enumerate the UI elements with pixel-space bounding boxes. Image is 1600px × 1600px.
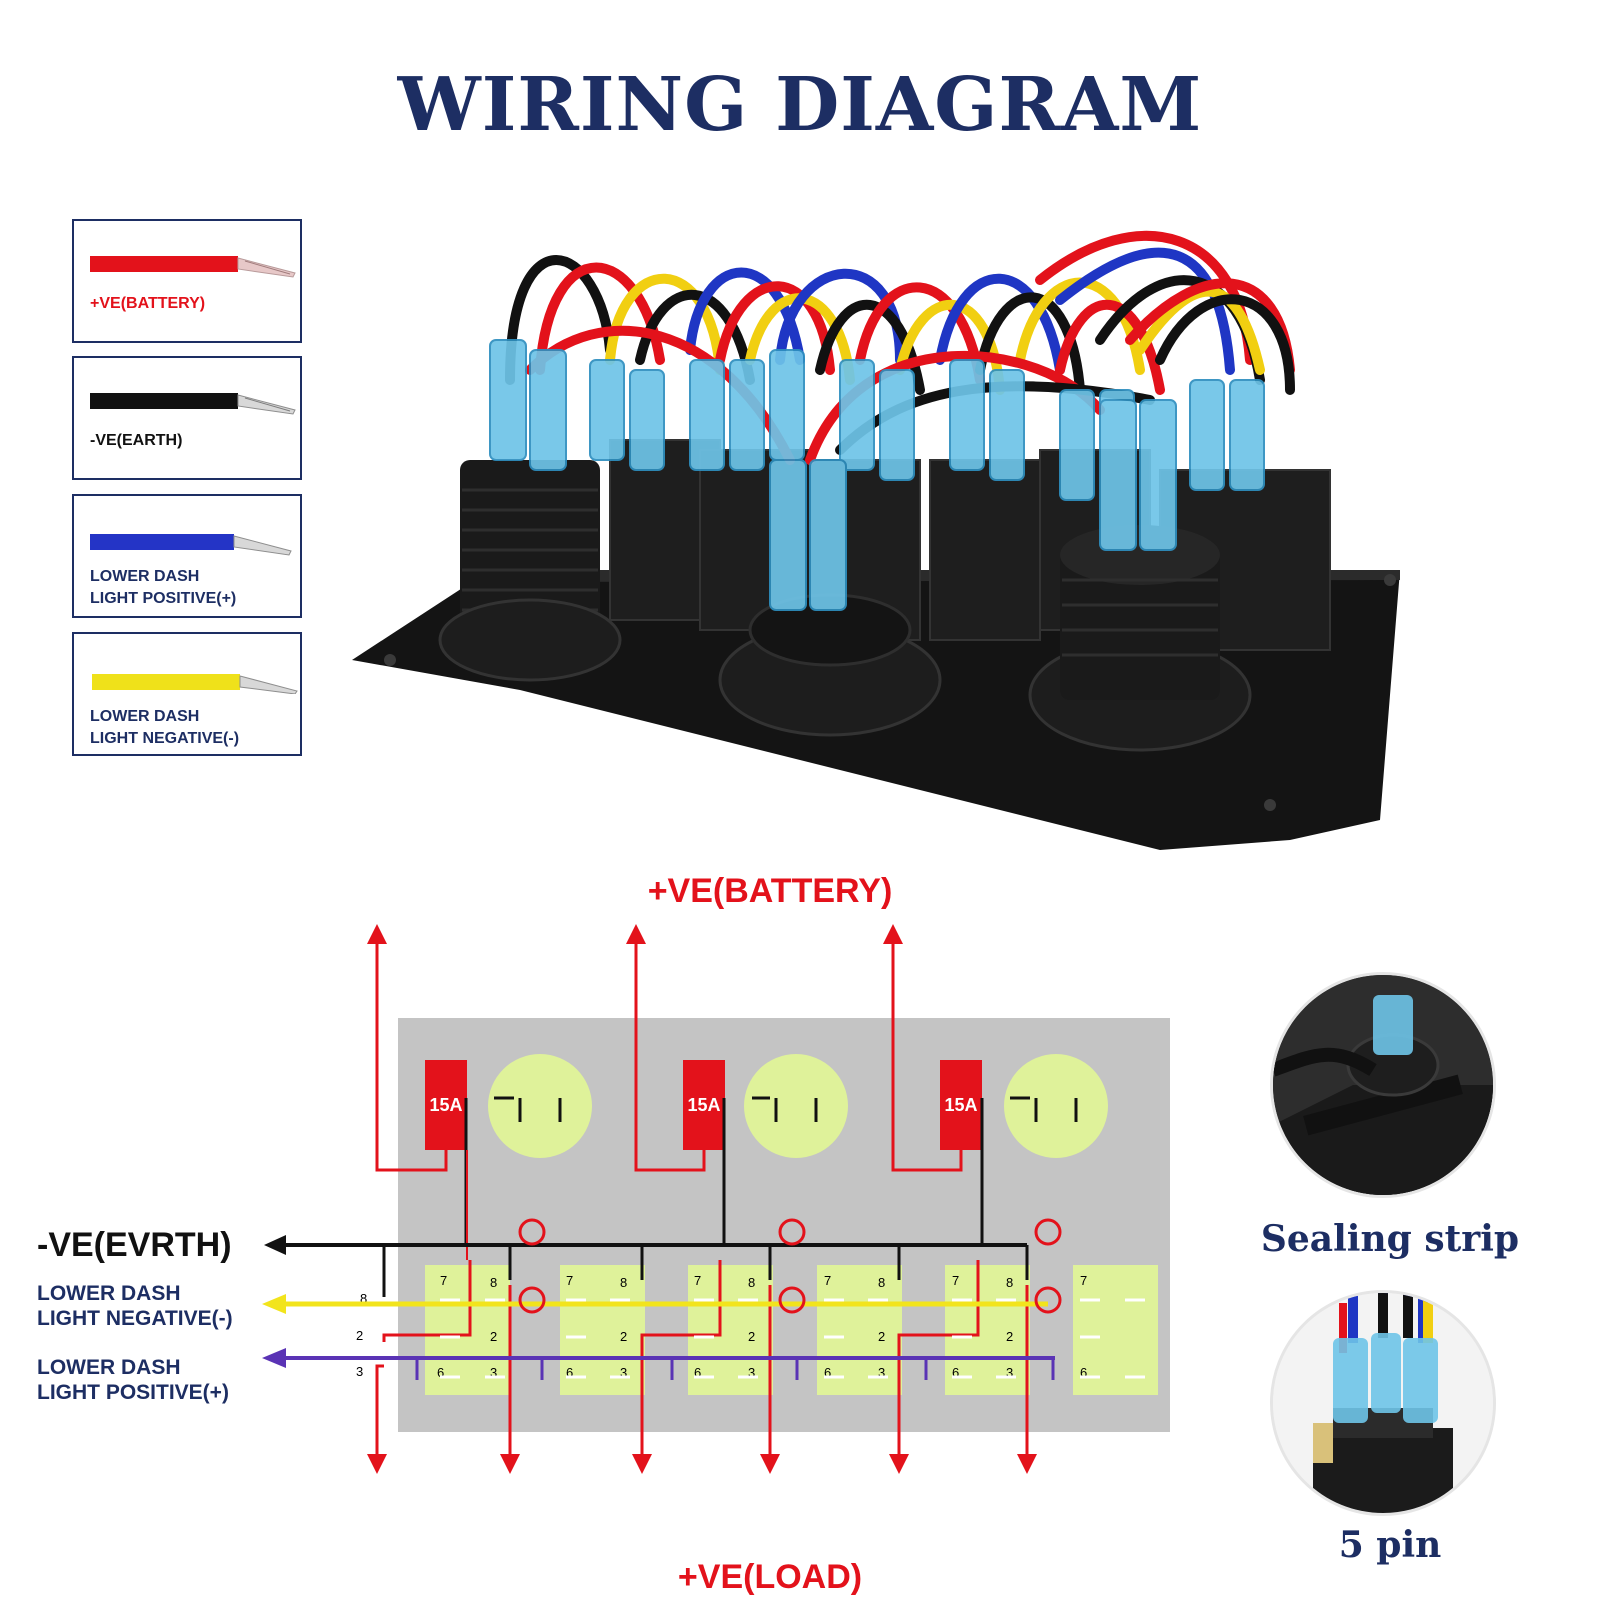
legend-dash-negative: LOWER DASH LIGHT NEGATIVE(-) — [72, 632, 302, 756]
five-pin-caption: 5 pin — [1338, 1524, 1442, 1566]
svg-text:7: 7 — [952, 1273, 959, 1288]
circuit-3: 15A 7 8 2 6 3 7 8 2 6 3 7 6 — [817, 940, 1158, 1460]
svg-text:2: 2 — [1006, 1329, 1013, 1344]
sealing-caption: Sealing strip — [1260, 1218, 1520, 1260]
five-pin-photo — [1270, 1290, 1496, 1516]
rocker-switch-5 — [945, 1265, 1030, 1395]
svg-text:6: 6 — [694, 1365, 701, 1380]
blue-wire-icon — [90, 534, 292, 556]
svg-text:7: 7 — [566, 1273, 573, 1288]
svg-text:2: 2 — [356, 1328, 363, 1343]
rocker-switch-2 — [560, 1265, 645, 1395]
svg-text:3: 3 — [356, 1364, 363, 1379]
legend-dash-positive: LOWER DASH LIGHT POSITIVE(+) — [72, 494, 302, 618]
svg-text:2: 2 — [490, 1329, 497, 1344]
svg-text:2: 2 — [620, 1329, 627, 1344]
neg-label-line1: LOWER DASH — [37, 1282, 181, 1305]
pos-label-line1: LOWER DASH — [37, 1356, 181, 1379]
svg-text:6: 6 — [566, 1365, 573, 1380]
page-title: WIRING DIAGRAM — [397, 62, 1203, 148]
svg-text:7: 7 — [694, 1273, 701, 1288]
rocker-switch-4 — [817, 1265, 902, 1395]
rocker-switch-1 — [425, 1265, 510, 1395]
rocker-switch-6 — [1073, 1265, 1158, 1395]
legend-label: -VE(EARTH) — [90, 432, 183, 449]
svg-text:15A: 15A — [429, 1095, 462, 1115]
fuse-3 — [940, 1060, 982, 1150]
red-wire-icon — [90, 256, 296, 278]
pos-label-line2: LIGHT POSITIVE(+) — [37, 1381, 229, 1404]
usb-socket-1 — [488, 1054, 592, 1158]
svg-text:15A: 15A — [944, 1095, 977, 1115]
legend-earth: -VE(EARTH) — [72, 356, 302, 480]
legend-battery: +VE(BATTERY) — [72, 219, 302, 343]
schematic-diagram: +VE(BATTERY) +VE(LOAD) 15A 7 8 2 6 3 15A… — [37, 872, 1170, 1596]
svg-text:3: 3 — [748, 1365, 755, 1380]
svg-text:3: 3 — [1006, 1365, 1013, 1380]
svg-text:8: 8 — [748, 1275, 755, 1290]
svg-text:7: 7 — [1080, 1273, 1087, 1288]
fuse-1 — [425, 1060, 467, 1150]
svg-text:3: 3 — [490, 1365, 497, 1380]
circuit-1: 15A 7 8 2 6 3 — [375, 940, 592, 1460]
svg-text:7: 7 — [824, 1273, 831, 1288]
svg-text:2: 2 — [878, 1329, 885, 1344]
svg-text:6: 6 — [824, 1365, 831, 1380]
earth-label: -VE(EVRTH) — [37, 1226, 232, 1264]
switch-panel-photo — [352, 230, 1400, 850]
battery-label: +VE(BATTERY) — [648, 872, 893, 910]
svg-text:15A: 15A — [687, 1095, 720, 1115]
usb-socket-3 — [1004, 1054, 1108, 1158]
circuit-2: 15A 7 8 2 6 3 7 8 2 6 3 — [560, 940, 848, 1460]
rocker-switch-3 — [688, 1265, 773, 1395]
usb-socket-2 — [744, 1054, 848, 1158]
svg-text:7: 7 — [440, 1273, 447, 1288]
neg-label-line2: LIGHT NEGATIVE(-) — [37, 1307, 233, 1330]
svg-text:8: 8 — [360, 1291, 367, 1306]
yellow-wire-icon — [92, 674, 298, 694]
fuse-2 — [683, 1060, 725, 1150]
svg-text:6: 6 — [952, 1365, 959, 1380]
legend-label: +VE(BATTERY) — [90, 295, 206, 312]
svg-text:3: 3 — [620, 1365, 627, 1380]
load-label: +VE(LOAD) — [678, 1558, 862, 1596]
svg-text:8: 8 — [1006, 1275, 1013, 1290]
legend-label: LOWER DASH LIGHT POSITIVE(+) — [90, 568, 237, 607]
legend-label: LOWER DASH LIGHT NEGATIVE(-) — [90, 708, 240, 747]
svg-text:8: 8 — [878, 1275, 885, 1290]
svg-text:8: 8 — [490, 1275, 497, 1290]
svg-text:2: 2 — [748, 1329, 755, 1344]
svg-text:6: 6 — [1080, 1365, 1087, 1380]
black-wire-icon — [90, 393, 296, 415]
svg-text:8: 8 — [620, 1275, 627, 1290]
svg-text:6: 6 — [437, 1365, 444, 1380]
svg-text:3: 3 — [878, 1365, 885, 1380]
sealing-strip-photo — [1270, 972, 1496, 1198]
